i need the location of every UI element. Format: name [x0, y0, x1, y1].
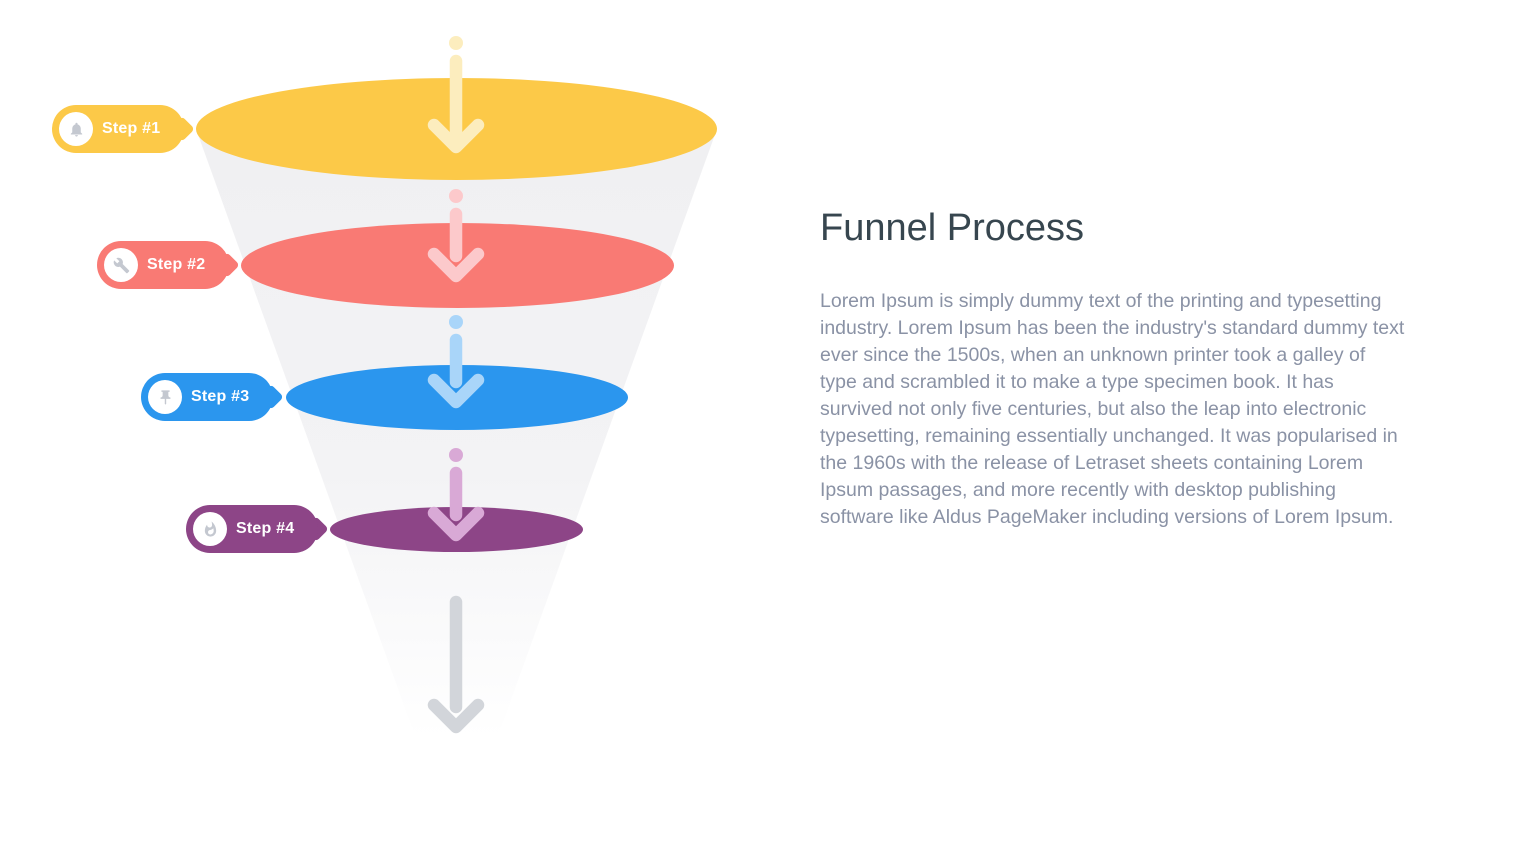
body-paragraph: Lorem Ipsum is simply dummy text of the … — [820, 289, 1405, 528]
step-2-label: Step #2 — [147, 256, 206, 273]
down-arrow-icon — [427, 189, 485, 283]
down-arrow-icon — [427, 36, 485, 154]
funnel-exit-arrow-icon — [427, 595, 485, 734]
step-3-icon-badge — [148, 380, 182, 414]
step-4-tag: Step #4 — [186, 505, 318, 553]
description-panel: Funnel Process Lorem Ipsum is simply dum… — [820, 207, 1405, 531]
down-arrow-icon — [427, 315, 485, 409]
step-4-icon-badge — [193, 512, 227, 546]
step-1-icon-badge — [59, 112, 93, 146]
step-1-label: Step #1 — [102, 120, 161, 137]
wrench-icon — [113, 257, 129, 273]
step-2-tag: Step #2 — [97, 241, 229, 289]
step-1-tag: Step #1 — [52, 105, 184, 153]
flame-icon — [204, 520, 216, 537]
pushpin-icon — [160, 389, 170, 405]
step-4-label: Step #4 — [236, 520, 295, 537]
page-title: Funnel Process — [820, 207, 1085, 249]
bell-icon — [70, 122, 82, 137]
step-3-tag: Step #3 — [141, 373, 273, 421]
down-arrow-icon — [427, 448, 485, 542]
step-2-icon-badge — [104, 248, 138, 282]
step-3-label: Step #3 — [191, 388, 250, 405]
